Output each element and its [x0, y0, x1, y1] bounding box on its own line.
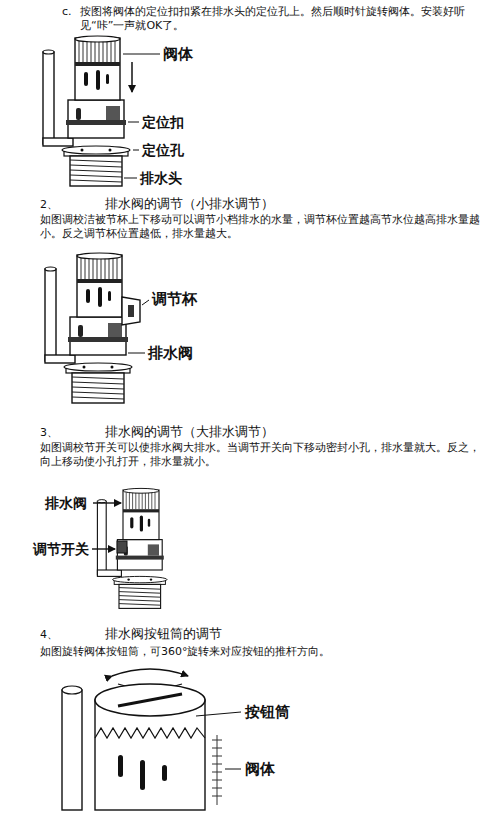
part-label: 定位孔 — [142, 141, 184, 159]
list-marker: c. — [62, 5, 72, 19]
section-number: 4、 — [40, 628, 58, 642]
part-label: 定位扣 — [142, 113, 184, 131]
paragraph: 如图调校洁被节杯上下移动可以调节小档排水的水量，调节杯位置越高节水位越高排水量越… — [40, 213, 480, 242]
part-label: 排水阀 — [45, 494, 87, 512]
part-label: 排水头 — [140, 169, 182, 187]
part-label: 阀体 — [245, 760, 275, 780]
section-title: 排水阀按钮筒的调节 — [105, 626, 222, 643]
part-label: 阀体 — [163, 45, 193, 65]
paragraph: 如图旋转阀体按钮筒，可360°旋转来对应按钮的推杆方向。 — [40, 645, 480, 659]
part-label: 按钮筒 — [245, 703, 290, 723]
section-number: 2、 — [40, 198, 58, 212]
part-label: 调节开关 — [33, 540, 89, 558]
section-number: 3、 — [40, 426, 58, 440]
part-label: 调节杯 — [152, 290, 197, 310]
section-title: 排水阀的调节（大排水调节） — [105, 424, 274, 441]
paragraph: 按图将阀体的定位扣扣紧在排水头的定位孔上。然后顺时针旋转阀体。安装好听见“咔”一… — [80, 5, 480, 34]
part-label: 排水阀 — [148, 344, 193, 364]
section-title: 排水阀的调节（小排水调节） — [105, 196, 274, 213]
paragraph: 如图调校节开关可以使排水阀大排水。当调节开关向下移动密封小孔，排水量就大。反之，… — [40, 441, 480, 470]
